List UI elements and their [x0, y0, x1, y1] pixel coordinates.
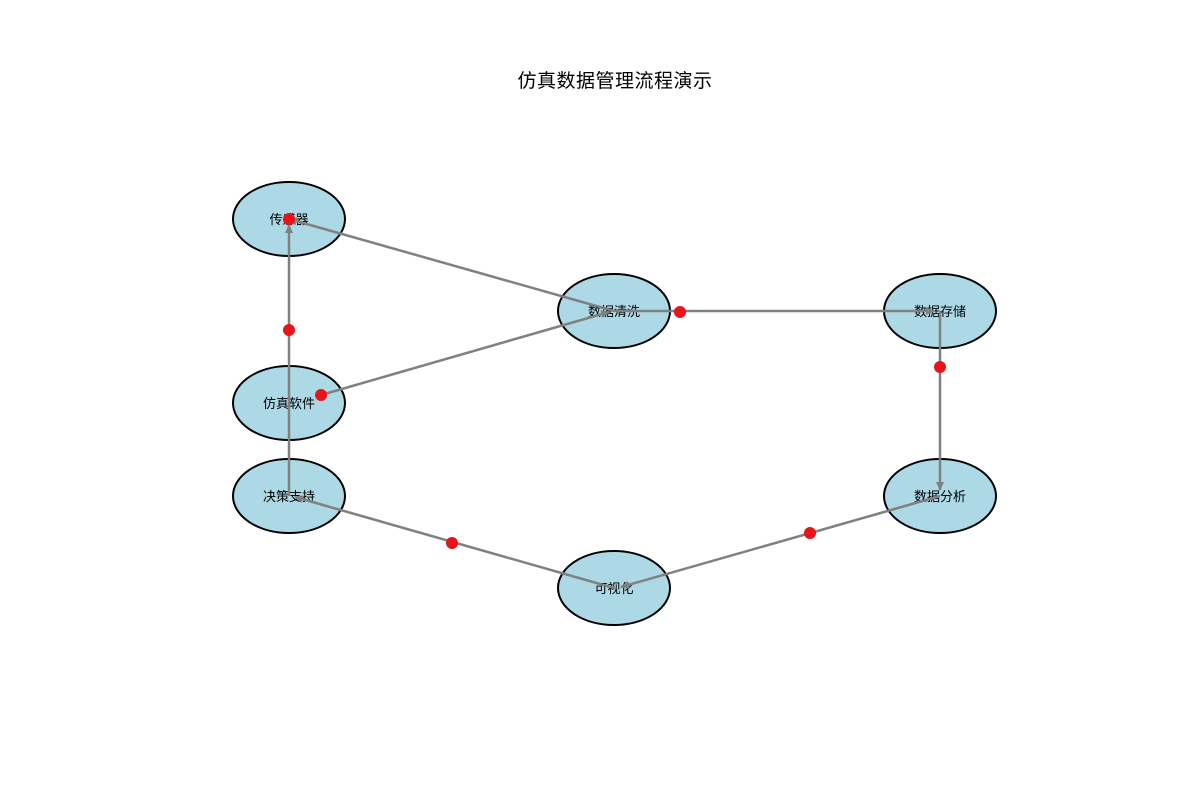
edge-clean-to-sensor [288, 217, 615, 313]
flow-marker-dot [804, 527, 816, 539]
edge-analyze-to-visual [620, 494, 941, 589]
edges-layer [285, 217, 944, 590]
edge-simsoft-to-clean [320, 310, 610, 397]
flow-marker-dot [315, 389, 327, 401]
markers-layer [283, 213, 946, 549]
flow-marker-dot [446, 537, 458, 549]
nodes-layer: 传感器仿真软件数据清洗数据存储数据分析可视化决策支持 [232, 181, 997, 626]
node-label: 数据清洗 [588, 305, 640, 320]
flow-marker-dot [283, 324, 295, 336]
flow-marker-dot [283, 213, 295, 225]
node-label: 数据分析 [914, 490, 966, 505]
flow-marker-dot [934, 361, 946, 373]
diagram-title: 仿真数据管理流程演示 [517, 70, 713, 92]
flow-marker-dot [674, 306, 686, 318]
